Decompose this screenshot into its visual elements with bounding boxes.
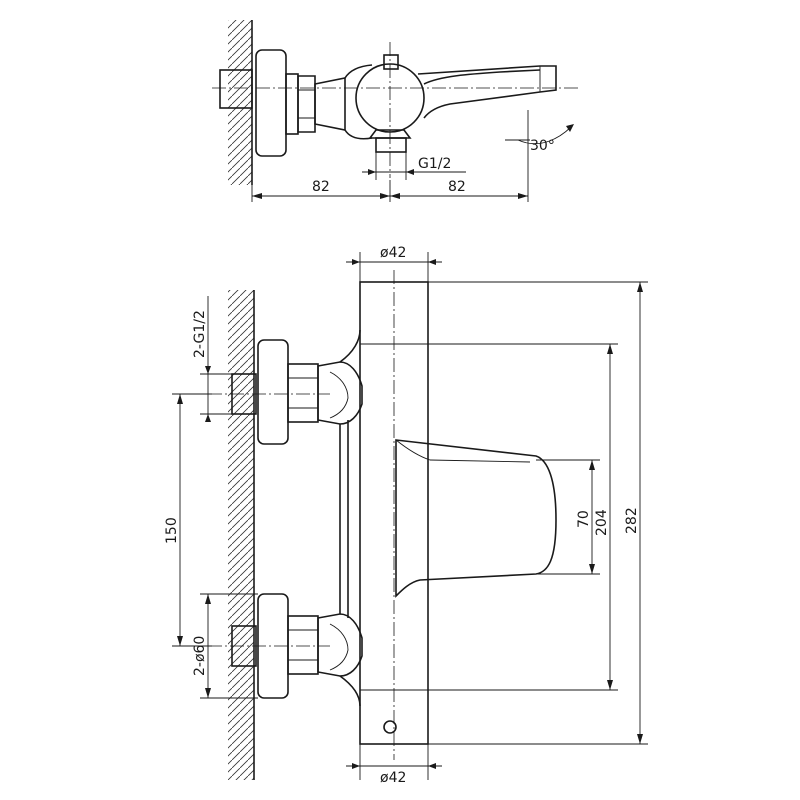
top-view: G1/2 30° 82 82: [212, 20, 580, 202]
wall-hatch-front: [228, 290, 254, 780]
overall-height-label: 282: [624, 507, 640, 534]
flange-diameter-label: 2-ø60: [192, 636, 208, 676]
thread-size-label: G1/2: [418, 156, 451, 172]
bottom-diameter-label: ø42: [380, 770, 406, 786]
dim-center-to-spout: 82: [448, 179, 466, 195]
angle-label: 30°: [530, 138, 555, 154]
inlet-thread-label: 2-G1/2: [192, 310, 208, 358]
spout-height-label: 70: [576, 510, 592, 528]
top-diameter-label: ø42: [380, 245, 406, 261]
drain-hole: [383, 720, 397, 734]
dim-wall-to-center: 82: [312, 179, 330, 195]
front-view: ø42 ø42 2-G1/2 150 2-ø60: [164, 245, 648, 786]
inlet-spacing-label: 150: [164, 517, 180, 544]
wall-hatch-top: [228, 20, 252, 185]
body-span-label: 204: [594, 509, 610, 536]
